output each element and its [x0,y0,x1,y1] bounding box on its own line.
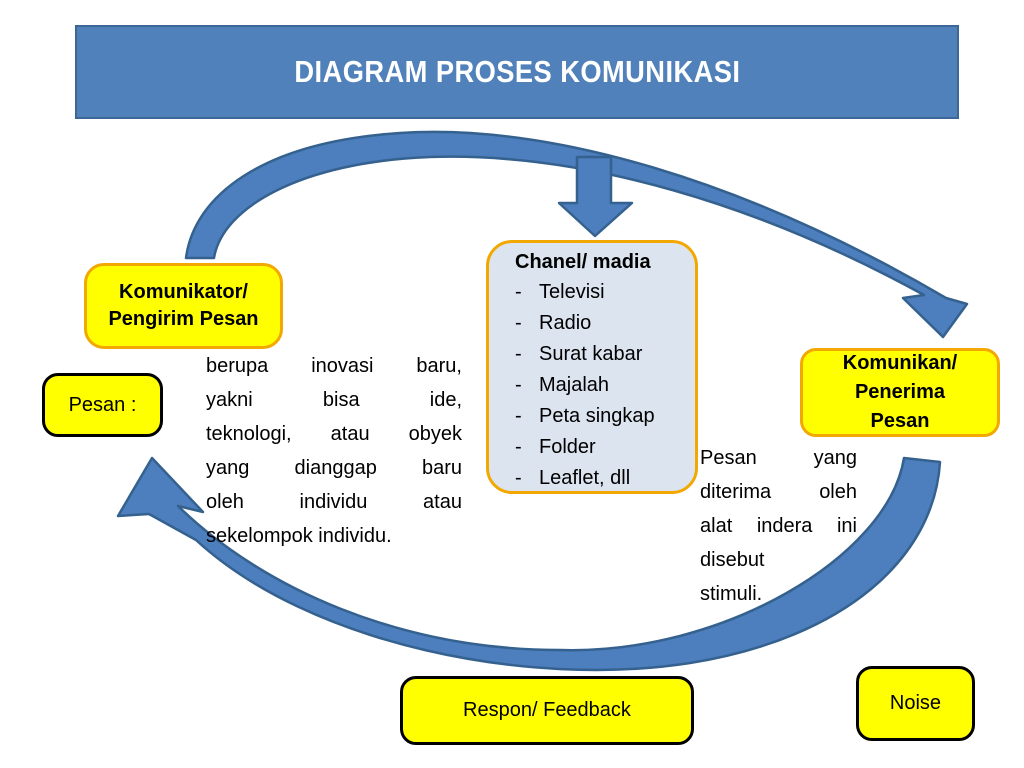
list-item-label: Radio [539,312,592,334]
list-bullet: - [515,343,522,365]
list-item-label: Folder [539,436,596,458]
node-respon-label: Respon/ Feedback [463,699,631,721]
list-bullet: - [515,436,522,458]
list-item: -Peta singkap [515,401,695,432]
list-bullet: - [515,405,522,427]
list-item: -Radio [515,308,695,339]
list-item: -Surat kabar [515,339,695,370]
list-item-label: Leaflet, dll [539,467,631,489]
list-item: -Folder [515,432,695,463]
node-respon-feedback: Respon/ Feedback [400,676,694,745]
list-item: -Leaflet, dll [515,463,695,494]
text-line: Pengirim Pesan [108,308,259,330]
text-line: disebut [700,549,765,571]
text-line: Pesan [870,410,930,432]
block-arrow-down-icon [557,155,634,238]
list-bullet: - [515,467,522,489]
list-item-label: Televisi [539,281,605,303]
chanel-list: -Televisi-Radio-Surat kabar-Majalah-Peta… [515,277,695,494]
list-bullet: - [515,281,522,303]
node-komunikator: Komunikator/Pengirim Pesan [84,263,283,349]
node-pesan: Pesan : [42,373,163,437]
list-item: -Majalah [515,370,695,401]
list-bullet: - [515,312,522,334]
text-line: Komunikator/ [119,281,248,303]
text-line: sekelompok individu. [206,525,392,547]
list-item-label: Surat kabar [539,343,643,365]
page-title: DIAGRAM PROSES KOMUNIKASI [294,54,740,89]
text-line: stimuli. [700,583,763,605]
text-line: Komunikan/ [842,352,958,374]
list-item-label: Peta singkap [539,405,655,427]
list-bullet: - [515,374,522,396]
list-item: -Televisi [515,277,695,308]
node-noise: Noise [856,666,975,741]
title-banner: DIAGRAM PROSES KOMUNIKASI [75,25,959,119]
curved-arrow-top-flow-icon [184,130,969,339]
chanel-title: Chanel/ madia [515,251,651,273]
list-item-label: Majalah [539,374,610,396]
curved-arrow-feedback-icon [116,456,942,672]
node-noise-label: Noise [889,692,942,714]
node-chanel-madia: Chanel/ madia -Televisi-Radio-Surat kaba… [486,240,698,494]
node-pesan-label: Pesan : [68,393,137,416]
text-line: Penerima [854,381,946,403]
